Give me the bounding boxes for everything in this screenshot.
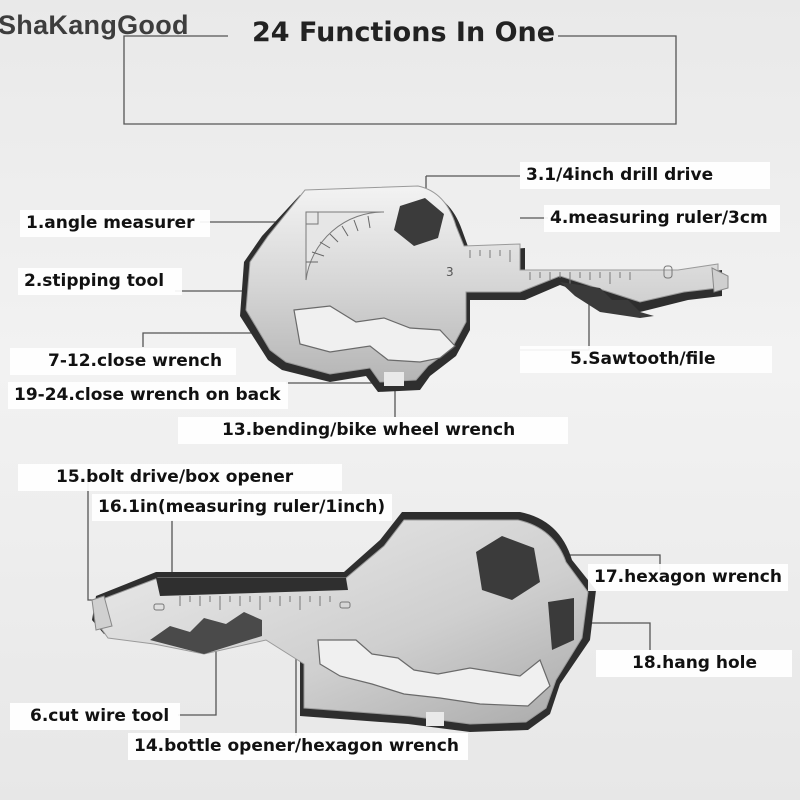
label-hang-hole: 18.hang hole [596, 650, 792, 677]
label-angle-measurer: 1.angle measurer [20, 210, 210, 237]
label-sawtooth-file: 5.Sawtooth/file [520, 346, 772, 373]
leader-close [142, 332, 300, 347]
ruler-band-dark [156, 578, 348, 596]
hex-hole-bottom [476, 536, 540, 600]
label-bolt-drive: 15.bolt drive/box opener [18, 464, 342, 491]
page-title: 24 Functions In One [252, 17, 556, 48]
label-stripping-tool: 2.stipping tool [18, 268, 182, 295]
hang-hole [548, 598, 574, 650]
label-measuring-ruler-3cm: 4.measuring ruler/3cm [544, 205, 780, 232]
hex-hole-top [394, 198, 444, 246]
label-close-wrench: 7-12.close wrench [10, 348, 236, 375]
label-hexagon-wrench: 17.hexagon wrench [588, 564, 788, 591]
bottom-key-tool [91, 512, 596, 732]
top-ruler-mark: 3 [446, 265, 454, 279]
top-key-tool: 3 [240, 185, 729, 392]
label-drill-drive: 3.1/4inch drill drive [520, 162, 770, 189]
label-bottle-opener: 14.bottle opener/hexagon wrench [128, 733, 468, 760]
label-cut-wire-tool: 6.cut wire tool [10, 703, 180, 730]
wrench-cutout-bottom [317, 639, 551, 707]
wrench-cutout-top [293, 305, 456, 363]
sawtooth-band [560, 282, 654, 318]
label-close-wrench-back: 19-24.close wrench on back [8, 382, 288, 409]
title-frame [123, 35, 677, 125]
label-bending-wrench: 13.bending/bike wheel wrench [178, 417, 568, 444]
leader-hang [570, 622, 651, 650]
watermark: ShaKangGood [0, 10, 189, 40]
leader-cut [178, 628, 217, 716]
label-measuring-ruler-1inch: 16.1in(measuring ruler/1inch) [92, 494, 392, 521]
cut-wire-teeth [150, 612, 262, 654]
